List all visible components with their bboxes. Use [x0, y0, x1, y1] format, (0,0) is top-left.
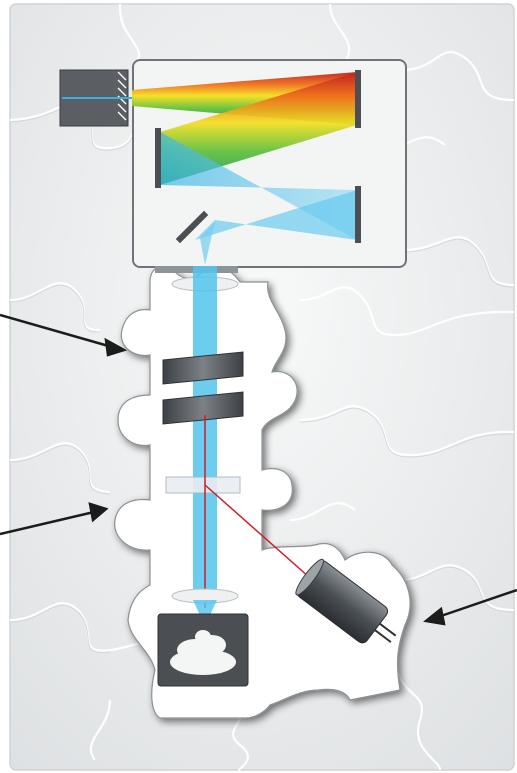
grating — [355, 70, 361, 128]
mirror-2 — [355, 186, 361, 243]
beamsplitter-icon — [166, 477, 240, 493]
mirror-1 — [155, 128, 161, 188]
